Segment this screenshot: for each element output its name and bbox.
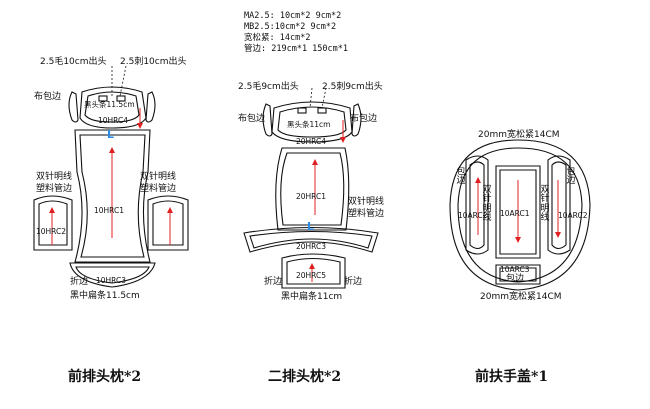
- armrest-right-vertical: 包边: [566, 167, 576, 187]
- front-bottom-strip-label: 黑中扁条11.5cm: [70, 291, 140, 301]
- front-right-stitch-label: 双针明线 塑料管边: [140, 172, 177, 194]
- second-right-stitch-label: 双针明线 塑料管边: [348, 197, 385, 219]
- second-top-right-label: 2.5刺9cm出头: [322, 82, 383, 92]
- front-main-panel-inner: [79, 134, 146, 258]
- front-headrest-drawing: [33, 65, 189, 288]
- second-top-cap-inner: [277, 106, 347, 138]
- second-strip-inner: [249, 230, 373, 249]
- armrest-left-code: 10ARC2: [458, 211, 488, 220]
- second-fold-left: 折边: [264, 277, 283, 287]
- armrest-bottom-label: 20mm宽松紧14CM: [480, 292, 562, 302]
- front-side-code: 10HRC2: [36, 227, 67, 236]
- front-top-cap-outer: [79, 86, 147, 129]
- second-binding-left: 布包边: [238, 114, 266, 124]
- armrest-outer: [449, 139, 591, 291]
- spec-line-1: MA2.5: 10cm*2 9cm*2: [244, 11, 342, 21]
- front-top-right-label: 2.5刺10cm出头: [120, 57, 187, 67]
- armrest-right-code: 10ARC2: [558, 211, 588, 220]
- front-letter-l: L: [107, 128, 115, 141]
- second-binding-right: 布包边: [350, 114, 378, 124]
- second-top-left-label: 2.5毛9cm出头: [238, 82, 299, 92]
- grain-arrows: [49, 108, 561, 282]
- armrest-bottom-fold: 包边: [506, 274, 525, 284]
- second-top-strip-label: 黑头条11cm: [287, 120, 331, 129]
- front-bottom-outer: [69, 262, 156, 288]
- second-letter-l: L: [307, 220, 315, 233]
- front-top-ear-left: [68, 91, 79, 123]
- armrest-drawing: [449, 139, 591, 291]
- armrest-caption: 前扶手盖*1: [475, 369, 549, 385]
- front-top-left-label: 2.5毛10cm出头: [40, 57, 107, 67]
- armrest-bottom-part: [495, 264, 541, 285]
- front-left-side-inner: [38, 200, 68, 246]
- second-strip-outer: [243, 226, 379, 253]
- armrest-inner-ring: [457, 147, 583, 283]
- second-bottom-outer: [281, 253, 346, 289]
- armrest-center-part: [495, 165, 541, 259]
- second-main-code: 20HRC1: [296, 192, 327, 201]
- second-fold-right: 折边: [344, 277, 363, 287]
- armrest-top-label: 20mm宽松紧14CM: [478, 130, 560, 140]
- front-top-strip-label: 黑头条11.5cm: [84, 100, 135, 109]
- front-bottom-code: 10HRC3: [96, 276, 127, 285]
- second-top-part-code: 20HRC4: [296, 137, 327, 146]
- front-left-side-outer: [33, 195, 73, 251]
- second-strip-code: 20HRC3: [296, 242, 327, 251]
- front-headrest-caption: 前排头枕*2: [68, 369, 142, 385]
- armrest-right-part: [547, 155, 571, 255]
- armrest-right-vertical-2: 双针明线: [540, 185, 550, 224]
- second-main-panel-outer: [275, 147, 350, 231]
- armrest-center-code: 10ARC1: [500, 209, 530, 218]
- armrest-bottom-code: 10ARC3: [500, 265, 530, 274]
- front-main-code: 10HRC1: [94, 206, 125, 215]
- spec-line-4: 管边: 219cm*1 150cm*1: [244, 44, 348, 54]
- front-top-part-code: 10HRC4: [98, 116, 129, 125]
- front-top-cap-inner: [84, 91, 140, 123]
- front-main-panel-outer: [74, 129, 151, 263]
- armrest-left-part: [465, 155, 489, 255]
- front-binding-label: 布包边: [34, 92, 62, 102]
- second-bottom-strip-label: 黑中扁条11cm: [281, 292, 343, 302]
- front-fold-label: 折边: [70, 277, 89, 287]
- front-right-side-outer: [147, 195, 189, 251]
- front-top-ear-right: [145, 91, 156, 123]
- spec-line-2: MB2.5:10cm*2 9cm*2: [244, 22, 337, 32]
- second-headrest-caption: 二排头枕*2: [268, 369, 342, 385]
- spec-line-3: 宽松紧: 14cm*2: [244, 33, 311, 43]
- second-bottom-code: 20HRC5: [296, 271, 327, 280]
- second-bottom-inner: [286, 257, 341, 285]
- armrest-left-vertical: 包边: [456, 167, 466, 187]
- front-right-side-inner: [152, 200, 184, 246]
- front-left-stitch-label: 双针明线 塑料管边: [36, 172, 73, 194]
- front-bottom-inner: [75, 266, 150, 284]
- armrest-left-vertical-2: 双针明线: [482, 185, 492, 224]
- second-main-panel-inner: [280, 152, 345, 226]
